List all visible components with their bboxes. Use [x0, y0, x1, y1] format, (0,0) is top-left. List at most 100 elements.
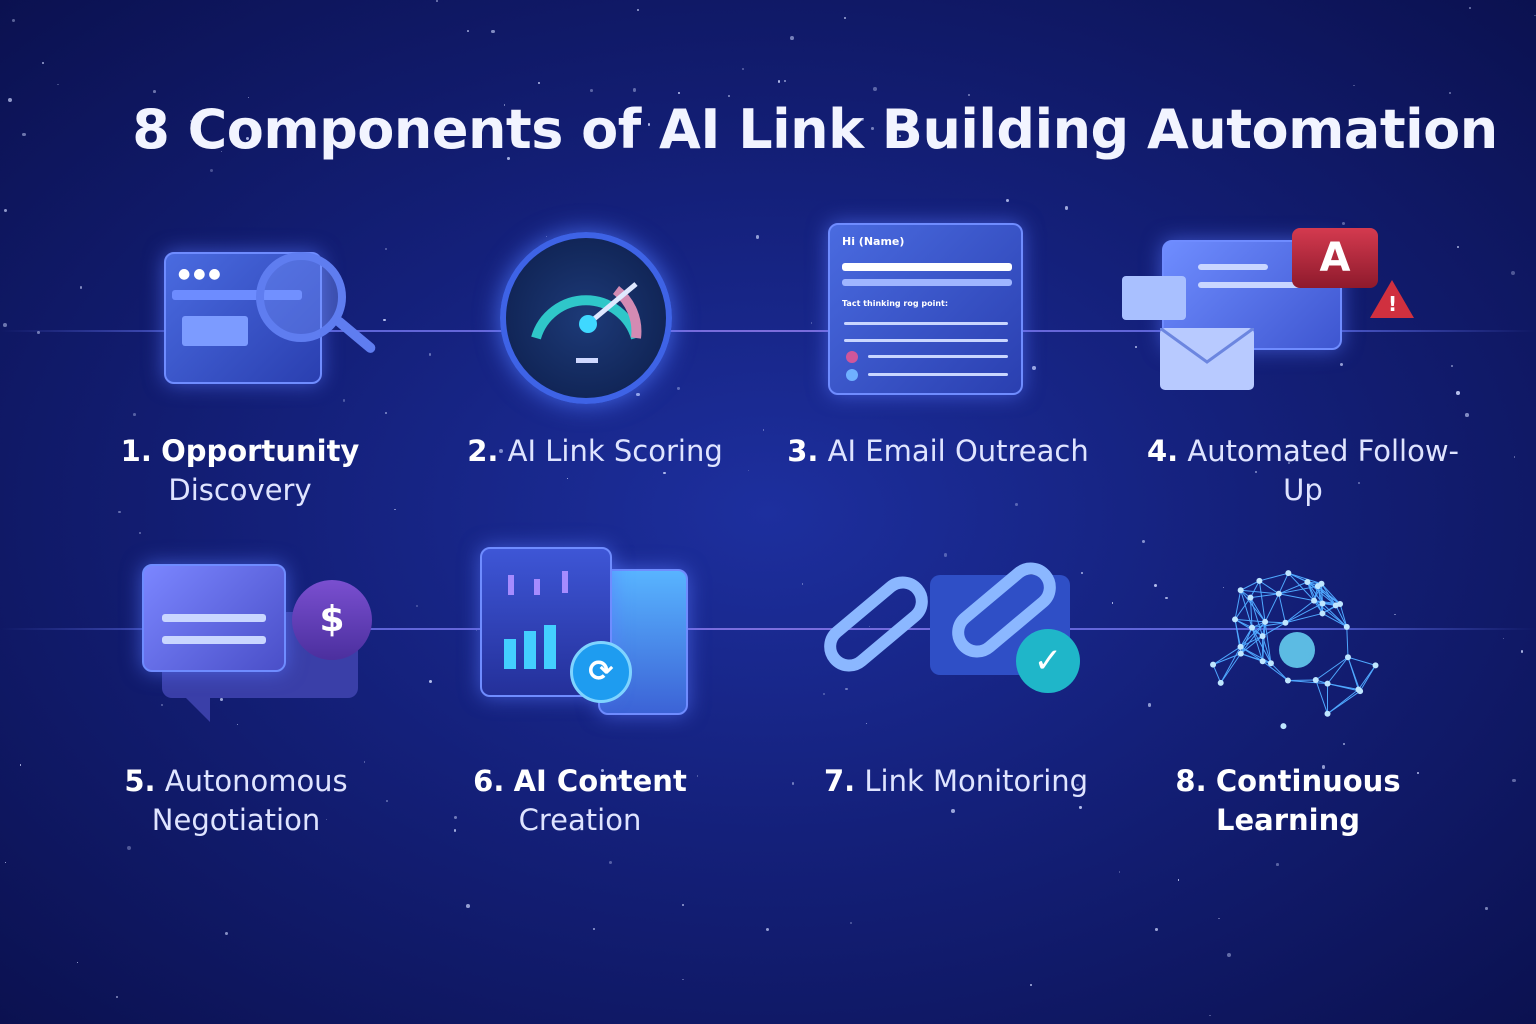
network-node — [1312, 677, 1319, 684]
star — [220, 697, 223, 701]
star — [1134, 345, 1138, 349]
star — [394, 508, 396, 510]
star — [899, 135, 902, 137]
star — [22, 133, 26, 137]
star — [384, 248, 388, 251]
star — [777, 80, 781, 83]
network-node — [1372, 662, 1379, 669]
star — [1015, 503, 1018, 506]
star — [152, 90, 156, 94]
network-node — [1280, 723, 1287, 730]
star — [1141, 539, 1145, 544]
star — [1080, 572, 1083, 575]
star — [662, 471, 666, 475]
network-node — [1282, 619, 1289, 626]
star — [647, 123, 651, 126]
network-node — [1285, 570, 1292, 577]
network-node — [1319, 600, 1326, 607]
envelopes-alert-icon: A ! — [1118, 224, 1418, 394]
email-subline: Tact thinking rog point: — [842, 299, 949, 308]
network-node — [1311, 597, 1318, 604]
star — [342, 399, 346, 402]
star — [617, 777, 620, 780]
network-node — [1357, 688, 1364, 695]
star — [632, 88, 637, 92]
star — [844, 17, 847, 20]
star — [466, 30, 469, 32]
network-node — [1314, 583, 1321, 590]
star — [1510, 271, 1515, 275]
star — [537, 81, 540, 84]
star — [566, 478, 568, 480]
star — [1520, 650, 1524, 654]
neural-network-icon — [1192, 560, 1402, 740]
page-title: 8 Components of AI Link Building Automat… — [132, 98, 1498, 161]
star — [766, 928, 770, 932]
star — [868, 625, 871, 628]
connector-line-row2 — [0, 628, 1536, 630]
content-chart-icon: ⟳ — [478, 545, 693, 720]
star — [1076, 784, 1079, 787]
star — [1287, 461, 1291, 464]
star — [696, 775, 698, 777]
star — [1339, 363, 1343, 367]
star — [546, 235, 548, 238]
star — [1342, 221, 1346, 225]
star — [76, 961, 79, 964]
star — [1358, 482, 1360, 484]
star — [1513, 456, 1516, 458]
star — [1254, 471, 1257, 474]
star — [636, 8, 640, 12]
star — [453, 829, 457, 833]
network-node — [1304, 579, 1311, 586]
network-node — [1237, 643, 1244, 650]
star — [384, 411, 388, 415]
star — [454, 816, 458, 820]
network-node — [1237, 650, 1244, 657]
star — [741, 68, 744, 70]
network-node — [1247, 594, 1254, 601]
network-node — [1284, 677, 1291, 684]
star — [728, 94, 730, 97]
star — [363, 760, 366, 763]
star — [1457, 245, 1459, 248]
network-node — [1237, 587, 1244, 594]
star — [677, 91, 681, 95]
star — [1512, 778, 1516, 783]
star — [2, 323, 7, 328]
star — [1209, 1015, 1211, 1017]
star — [790, 36, 795, 40]
star — [428, 353, 432, 356]
network-node — [1262, 618, 1269, 625]
star — [1079, 806, 1082, 809]
star — [1226, 952, 1231, 957]
star — [1416, 771, 1419, 775]
network-node — [1256, 577, 1263, 584]
magnifier-browser-icon: ●●● — [120, 230, 380, 390]
network-node — [1343, 623, 1350, 630]
network-node — [1259, 633, 1266, 640]
star — [681, 903, 685, 907]
star — [1165, 596, 1168, 600]
star — [762, 429, 764, 431]
star — [1222, 586, 1225, 589]
star — [1469, 7, 1471, 9]
network-node — [1249, 624, 1256, 631]
star — [376, 124, 378, 126]
star — [755, 235, 760, 239]
star — [209, 168, 214, 172]
star — [1111, 602, 1114, 604]
star — [791, 781, 795, 785]
star — [160, 703, 163, 706]
star — [1153, 583, 1158, 588]
star — [1276, 863, 1279, 867]
star — [1533, 14, 1536, 17]
star — [682, 978, 684, 980]
email-template-icon: Hi (Name) Tact thinking rog point: — [828, 223, 1023, 395]
gauge-icon — [500, 232, 672, 404]
star — [1485, 907, 1488, 910]
star — [636, 392, 640, 397]
star — [1218, 917, 1220, 920]
network-node — [1232, 616, 1239, 623]
